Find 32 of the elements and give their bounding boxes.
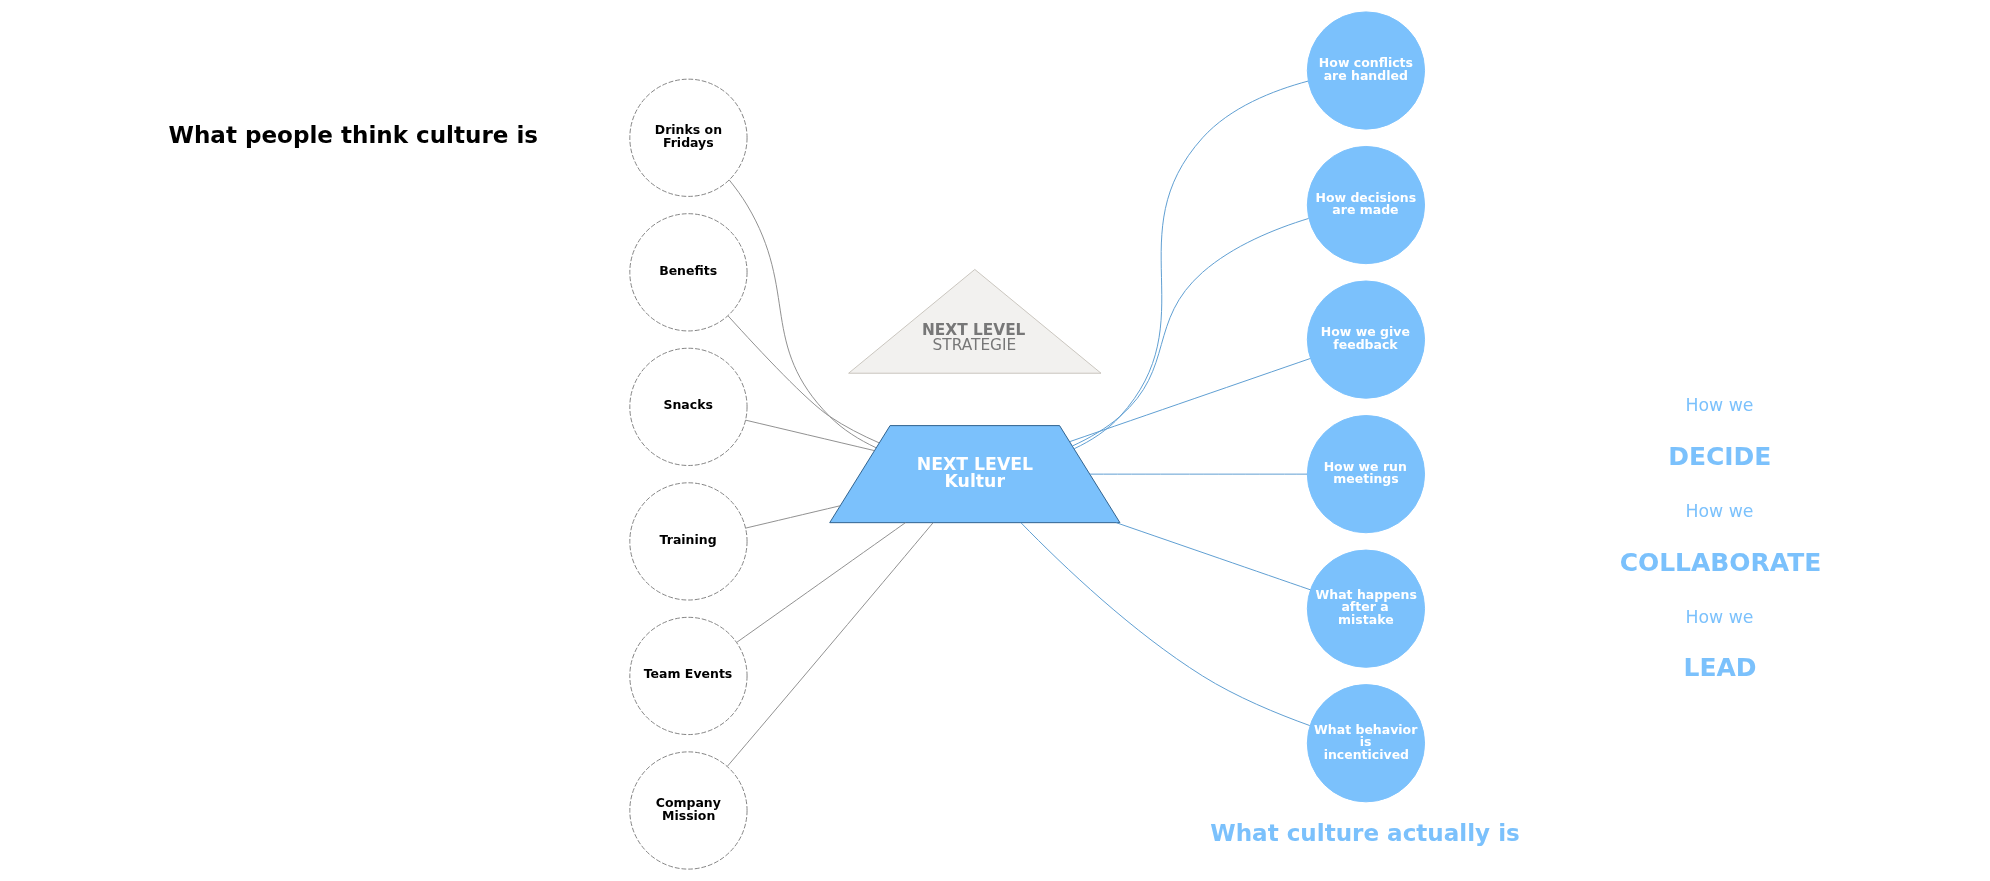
connector [1115,522,1311,591]
label: What people think culture is [168,121,539,148]
node-circle: How we run meetings [1306,415,1426,534]
node-circle: How we give feedback [1306,280,1426,399]
label: DECIDE [1668,441,1772,471]
node-circle: Snacks [629,347,748,466]
node-circle: Drinks on Fridays [629,78,748,197]
connector [1071,218,1309,447]
node-circle: Company Mission [629,751,748,870]
label: What culture actually is [1210,820,1520,847]
node-circle: What behavior is incenticived [1306,684,1426,803]
label: LEAD [1683,653,1757,683]
connector [736,522,906,643]
label: COLLABORATE [1619,547,1822,577]
node-circle: Team Events [629,616,748,736]
label: How we [1685,500,1754,521]
connector [728,179,877,449]
node-circle: How decisions are made [1306,145,1426,265]
connector [1069,358,1311,443]
node-circle: What happens after a mistake [1306,549,1426,668]
connector [1089,473,1308,475]
node-circle: How conflicts are handled [1306,11,1426,130]
connector [1073,80,1309,450]
label: How we [1685,395,1754,416]
connector [1020,522,1311,727]
connector [726,522,934,767]
connector [745,419,875,452]
connector [745,505,841,529]
node-circle: Training [629,482,748,601]
label: How we [1685,606,1754,627]
connector [727,315,880,444]
node-circle: Benefits [629,213,748,332]
